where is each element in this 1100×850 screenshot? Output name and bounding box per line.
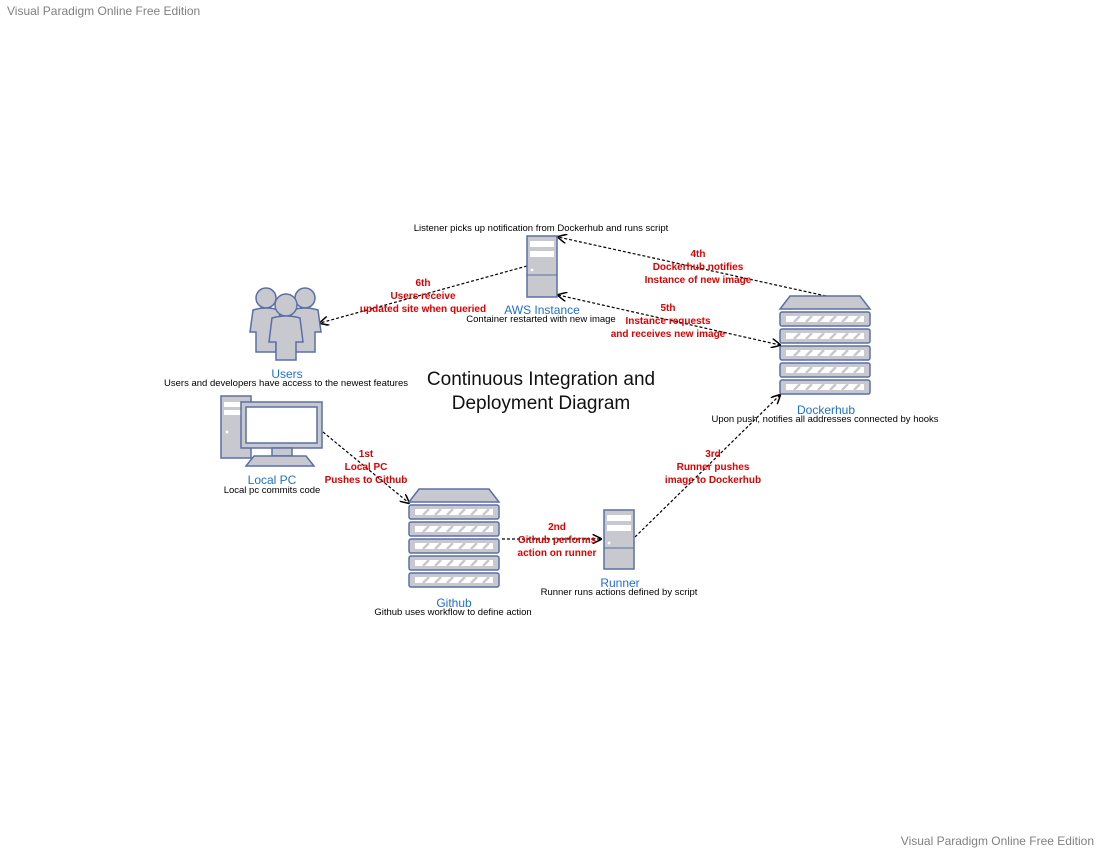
step-4-line-1: Dockerhub notifies [652, 262, 744, 273]
github-label: Github [436, 596, 472, 610]
step-3-line-2: image to Dockerhub [664, 475, 762, 486]
aws-bottom-description: Container restarted with new image [466, 314, 616, 325]
step-5-line-2: and receives new image [610, 329, 726, 340]
step-6-number: 6th [415, 278, 431, 289]
server-rack-icon [407, 488, 501, 588]
step-2-line-1: Github performs [517, 535, 597, 546]
diagram-title: Continuous Integration and Deployment Di… [426, 369, 656, 414]
server-tower-icon [526, 235, 558, 298]
localpc-label: Local PC [247, 473, 297, 487]
server-rack-icon [778, 295, 872, 395]
users-description: Users and developers have access to the … [164, 378, 408, 389]
edge-dockerhub-to-aws [558, 237, 827, 297]
step-2-number: 2nd [548, 522, 566, 533]
localpc-description: Local pc commits code [223, 485, 321, 496]
users-label: Users [271, 367, 303, 381]
watermark-bottom: Visual Paradigm Online Free Edition [900, 834, 1094, 848]
server-tower-icon [603, 509, 635, 570]
edge-runner-to-dockerhub [634, 395, 780, 538]
step-5-line-1: Instance requests [625, 316, 711, 327]
edge-aws-to-users [320, 265, 528, 323]
step-5-number: 5th [660, 303, 676, 314]
edge-aws-dockerhub-exchange [558, 295, 780, 345]
step-1-line-2: Pushes to Github [324, 475, 408, 486]
github-description: Github uses workflow to define action [374, 607, 532, 618]
step-4-number: 4th [690, 249, 706, 260]
aws-instance-label: AWS Instance [504, 303, 580, 317]
step-2-line-2: action on runner [517, 548, 597, 559]
step-3-line-1: Runner pushes [676, 462, 750, 473]
step-5-annotation: 5th Instance requests and receives new i… [611, 302, 726, 341]
step-1-line-1: Local PC [344, 462, 388, 473]
step-3-annotation: 3rd Runner pushes image to Dockerhub [665, 448, 761, 487]
edge-localpc-to-github [322, 431, 409, 503]
step-2-annotation: 2nd Github performs action on runner [518, 521, 597, 560]
step-6-annotation: 6th Users receive updated site when quer… [360, 277, 486, 316]
aws-top-description: Listener picks up notification from Dock… [413, 223, 669, 234]
step-4-annotation: 4th Dockerhub notifies Instance of new i… [645, 248, 752, 287]
runner-label: Runner [600, 576, 640, 590]
desktop-computer-icon [220, 395, 323, 467]
step-3-number: 3rd [705, 449, 721, 460]
runner-description: Runner runs actions defined by script [540, 587, 698, 598]
step-6-line-2: updated site when queried [359, 304, 487, 315]
dockerhub-label: Dockerhub [796, 403, 856, 417]
users-group-icon [249, 287, 322, 361]
watermark-top: Visual Paradigm Online Free Edition [7, 4, 201, 18]
step-1-number: 1st [358, 449, 374, 460]
step-4-line-2: Instance of new image [644, 275, 752, 286]
dockerhub-description: Upon push, notifies all addresses connec… [711, 414, 939, 425]
step-1-annotation: 1st Local PC Pushes to Github [325, 448, 408, 487]
step-6-line-1: Users receive [390, 291, 456, 302]
